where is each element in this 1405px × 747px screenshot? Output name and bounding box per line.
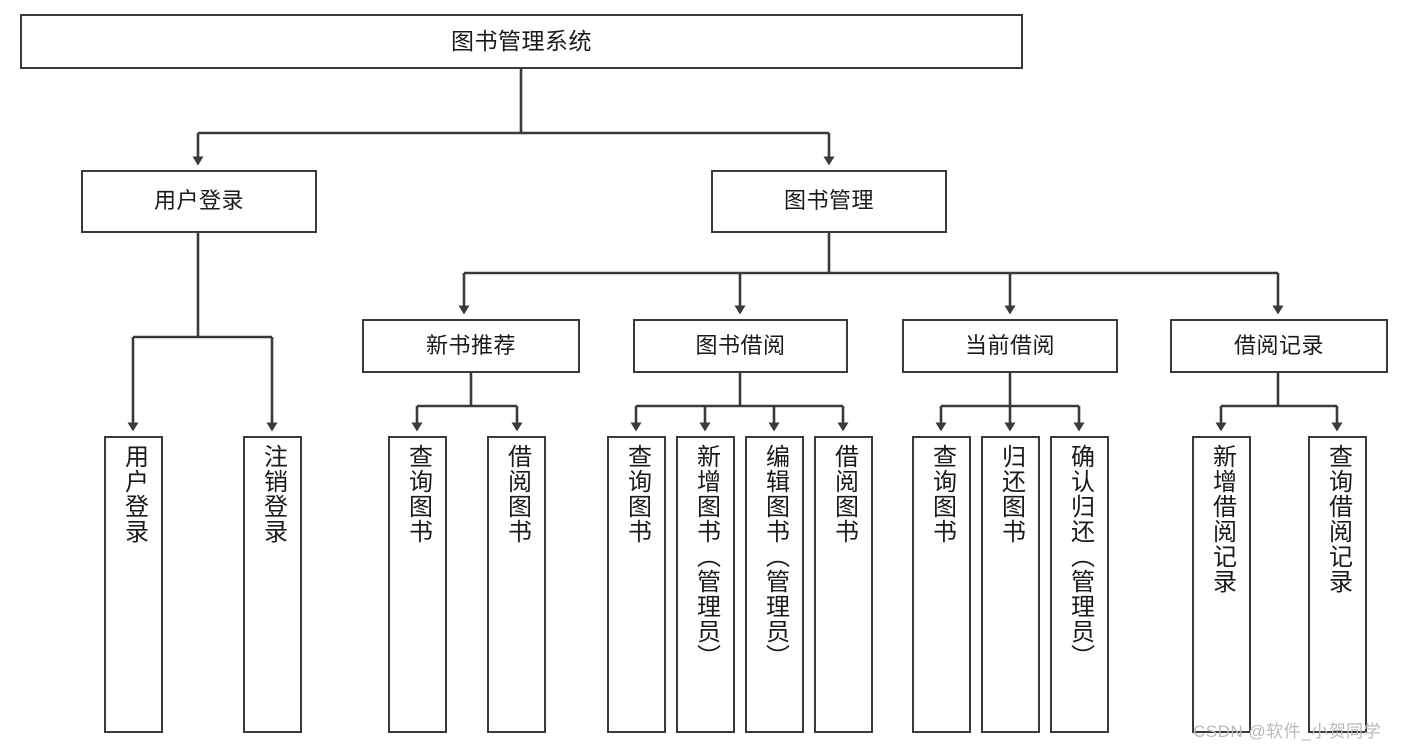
node-label: 新书推荐 <box>425 332 516 358</box>
leaf-current-borrow-confirm-return[interactable]: 确认归还（管理员） <box>1050 436 1109 733</box>
node-label: 确认归还（管理员） <box>1066 444 1094 669</box>
node-book-borrow[interactable]: 图书借阅 <box>633 319 848 373</box>
node-label: 借阅图书 <box>830 444 858 544</box>
leaf-user-login-login[interactable]: 用户登录 <box>104 436 163 733</box>
leaf-new-book-borrow-book[interactable]: 借阅图书 <box>487 436 546 733</box>
node-borrow-record[interactable]: 借阅记录 <box>1170 319 1388 373</box>
node-label: 新增图书（管理员） <box>692 444 720 669</box>
node-label: 查询借阅记录 <box>1324 444 1352 594</box>
node-label: 查询图书 <box>623 444 651 544</box>
node-label: 图书管理系统 <box>451 27 592 54</box>
leaf-book-borrow-query-book[interactable]: 查询图书 <box>607 436 666 733</box>
node-label: 编辑图书（管理员） <box>761 444 789 669</box>
csdn-watermark: CSDN @软件_小贺同学 <box>1193 722 1382 741</box>
node-label: 借阅记录 <box>1233 332 1324 358</box>
leaf-current-borrow-query-book[interactable]: 查询图书 <box>912 436 971 733</box>
node-label: 图书管理 <box>783 188 874 214</box>
node-label: 用户登录 <box>153 188 244 214</box>
leaf-book-borrow-add-book[interactable]: 新增图书（管理员） <box>676 436 735 733</box>
node-label: 借阅图书 <box>503 444 531 544</box>
node-book-management[interactable]: 图书管理 <box>711 170 947 233</box>
node-label: 当前借阅 <box>964 332 1055 358</box>
node-label: 归还图书 <box>997 444 1025 544</box>
node-label: 查询图书 <box>404 444 432 544</box>
leaf-book-borrow-borrow-book[interactable]: 借阅图书 <box>814 436 873 733</box>
node-user-login[interactable]: 用户登录 <box>81 170 317 233</box>
node-label: 新增借阅记录 <box>1208 444 1236 594</box>
node-label: 查询图书 <box>928 444 956 544</box>
node-label: 图书借阅 <box>695 332 786 358</box>
node-new-book-recommend[interactable]: 新书推荐 <box>362 319 580 373</box>
leaf-user-login-logout[interactable]: 注销登录 <box>243 436 302 733</box>
node-root-book-management-system[interactable]: 图书管理系统 <box>20 14 1023 69</box>
leaf-borrow-record-query-record[interactable]: 查询借阅记录 <box>1308 436 1367 733</box>
leaf-borrow-record-add-record[interactable]: 新增借阅记录 <box>1192 436 1251 733</box>
node-label: 注销登录 <box>259 444 287 544</box>
node-label: 用户登录 <box>120 444 148 544</box>
leaf-new-book-query-book[interactable]: 查询图书 <box>388 436 447 733</box>
leaf-current-borrow-return-book[interactable]: 归还图书 <box>981 436 1040 733</box>
node-current-borrow[interactable]: 当前借阅 <box>902 319 1118 373</box>
leaf-book-borrow-edit-book[interactable]: 编辑图书（管理员） <box>745 436 804 733</box>
